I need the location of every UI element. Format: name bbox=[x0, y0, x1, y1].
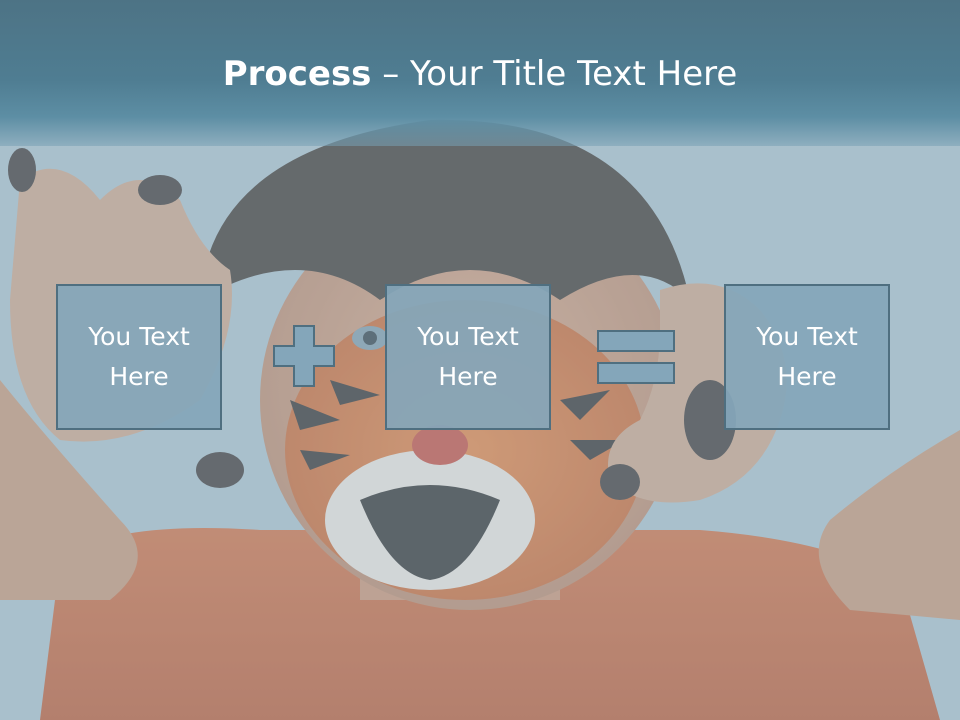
plus-icon bbox=[273, 325, 335, 387]
process-box-1[interactable]: You Text Here bbox=[56, 284, 222, 430]
title-band bbox=[0, 0, 960, 146]
equals-icon bbox=[597, 330, 675, 384]
slide-title[interactable]: Process – Your Title Text Here bbox=[0, 52, 960, 96]
process-box-2[interactable]: You Text Here bbox=[385, 284, 551, 430]
title-bold: Process bbox=[222, 54, 372, 94]
title-rest: – Your Title Text Here bbox=[371, 54, 738, 94]
process-box-3[interactable]: You Text Here bbox=[724, 284, 890, 430]
